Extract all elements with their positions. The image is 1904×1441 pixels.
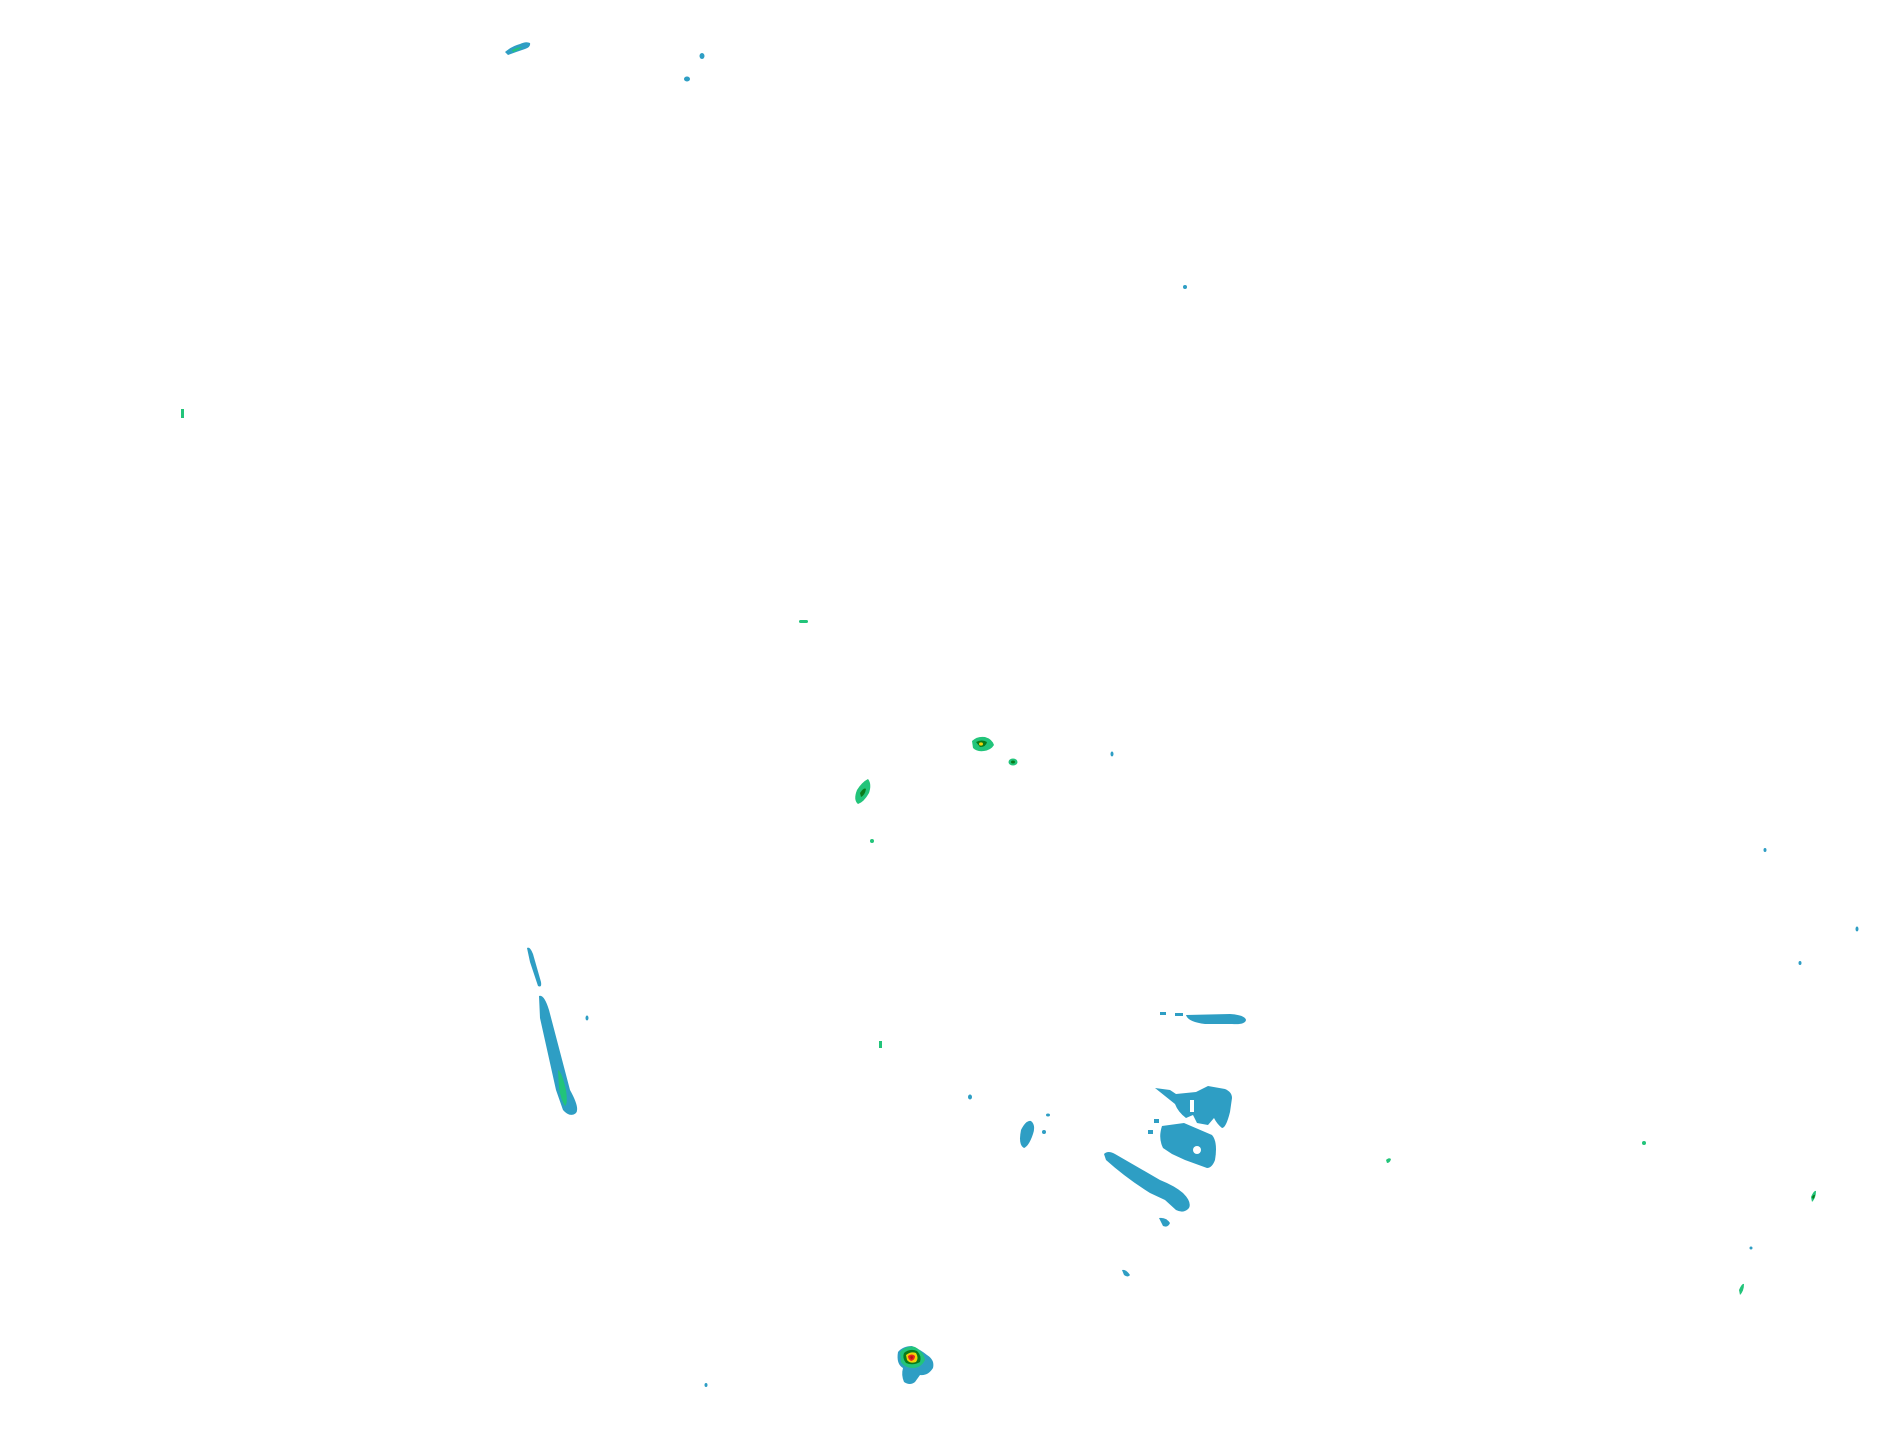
echo-speck-mid-left (799, 620, 808, 623)
echo-speck-top-1 (699, 53, 705, 59)
echo-speck-right-5 (1642, 1141, 1646, 1145)
echo-cell-center-8 (1020, 1120, 1035, 1148)
echo-cluster-center-right (1042, 1012, 1246, 1277)
echo-speck-band-right (585, 1015, 589, 1021)
echo-speck-right-6 (1811, 1190, 1816, 1202)
echo-cell-center-1 (972, 736, 994, 752)
echo-speck-center-5 (870, 839, 874, 843)
echo-cell-intense (897, 1346, 934, 1384)
echo-speck-top-3 (1183, 285, 1187, 289)
echo-speck-right-2 (1855, 926, 1859, 932)
echo-band-left (527, 947, 578, 1115)
echo-speck-center-6 (879, 1041, 882, 1048)
echo-speck-right-7 (1749, 1246, 1753, 1250)
echo-speck-left (181, 409, 184, 418)
echo-speck-center-7 (968, 1094, 972, 1100)
echo-speck-top-2 (684, 76, 690, 82)
echo-cell-center-2 (1008, 758, 1018, 766)
echo-speck-center-3 (1110, 751, 1114, 757)
echo-cell-center-4 (855, 779, 871, 804)
echo-cell-top-left (505, 42, 531, 55)
echo-speck-right-4 (1386, 1158, 1391, 1163)
echo-speck-bottom (704, 1383, 708, 1387)
echo-speck-right-3 (1798, 961, 1802, 965)
echo-speck-right-8 (1739, 1283, 1744, 1295)
echo-speck-right-1 (1763, 848, 1767, 852)
